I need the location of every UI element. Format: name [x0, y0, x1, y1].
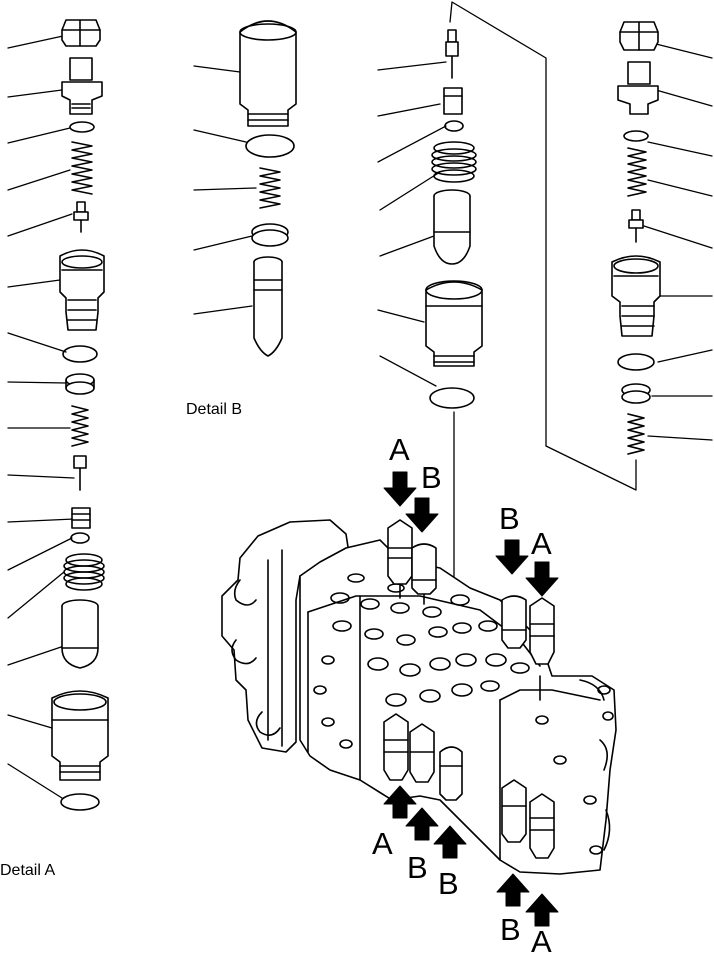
detail-b-exploded-parts	[193, 20, 297, 357]
detail-b-cap	[239, 20, 297, 127]
cartridge-front-b2	[439, 746, 463, 801]
detail-a-plunger	[73, 455, 87, 491]
detail-a-spring	[71, 141, 93, 195]
cartridge-right-b	[501, 595, 527, 649]
detail-a-backup-ring	[65, 373, 95, 395]
direction-arrows	[383, 471, 559, 927]
detail-a-o-ring-large	[60, 793, 100, 811]
detail-a-pin	[73, 201, 89, 233]
valve-ports	[313, 573, 614, 855]
right-exploded-parts	[611, 21, 713, 455]
right-o-ring	[617, 353, 655, 371]
main-valve-block	[221, 519, 617, 875]
right-o-ring-small	[623, 130, 649, 142]
center-plug-body	[425, 280, 483, 367]
center-sleeve	[443, 87, 463, 115]
callout-top-right-b: B	[499, 501, 520, 536]
arrow-right-b	[495, 539, 529, 575]
right-cap-nut	[619, 21, 659, 51]
detail-b-ring	[251, 223, 289, 247]
center-piston	[433, 189, 471, 265]
arrow-top-b	[405, 497, 439, 533]
center-needle	[445, 29, 459, 79]
detail-b-spool	[253, 256, 283, 357]
detail-a-cap-nut	[61, 19, 101, 47]
detail-a-caption: Detail A	[0, 862, 56, 879]
detail-a-exploded-parts	[7, 19, 109, 811]
callout-bottom-left-b1: B	[407, 850, 428, 885]
cartridge-bottom-b	[501, 779, 527, 843]
callout-bottom-left-b2: B	[438, 866, 459, 901]
arrow-top-a	[383, 471, 417, 507]
detail-a-o-ring	[62, 345, 98, 363]
arrow-bottom-a	[525, 893, 559, 927]
detail-a-o-ring-small	[69, 121, 95, 133]
center-coil-spring	[431, 141, 477, 183]
detail-b-caption: Detail B	[186, 401, 243, 418]
arrow-front-b1	[405, 807, 439, 841]
right-backup-ring	[621, 383, 651, 404]
callout-bottom-right-a: A	[531, 924, 552, 959]
detail-a-leader-lines	[7, 35, 75, 799]
callout-bottom-left-a: A	[372, 826, 393, 861]
detail-b-spring	[259, 167, 281, 209]
callout-top-right-a: A	[531, 526, 552, 561]
cartridge-right-a	[529, 597, 555, 665]
detail-b-o-ring	[245, 134, 295, 158]
mounted-valve-cartridges	[383, 519, 555, 859]
detail-a-valve-body	[59, 249, 105, 331]
right-spring-2	[627, 413, 645, 455]
valve-left-end-housing	[221, 519, 351, 753]
detail-a-spool	[61, 599, 99, 669]
right-spring	[627, 147, 647, 197]
callout-top-left-a: A	[389, 432, 410, 467]
cartridge-front-b1	[409, 723, 435, 783]
detail-a-coil-spring	[63, 553, 105, 591]
cartridge-front-a	[383, 713, 409, 781]
detail-a-sleeve	[71, 507, 91, 529]
valve-main-body	[299, 539, 617, 875]
detail-a-valve-seat	[61, 57, 103, 115]
center-leader-lines	[377, 61, 447, 387]
cartridge-top-a	[387, 519, 413, 599]
center-o-ring	[429, 387, 475, 409]
arrow-front-a	[383, 785, 417, 819]
center-exploded-parts	[377, 29, 483, 593]
detail-a-washer	[70, 532, 90, 544]
arrow-right-a	[525, 561, 559, 597]
center-washer	[444, 120, 464, 132]
callout-top-left-b: B	[421, 460, 442, 495]
arrow-front-b2	[433, 825, 467, 859]
detail-a-plug-body	[51, 690, 109, 781]
detail-b-leader-lines	[193, 65, 257, 315]
detail-a-spring-2	[71, 405, 89, 447]
right-pin	[628, 209, 644, 243]
callout-bottom-right-b: B	[500, 912, 521, 947]
arrow-bottom-b	[496, 873, 530, 907]
right-leader-lines	[643, 43, 713, 441]
assembly-bracket-line	[449, 1, 637, 491]
right-valve-body	[611, 255, 661, 337]
right-valve-seat	[617, 61, 659, 115]
cartridge-bottom-a	[529, 793, 555, 859]
cartridge-top-b	[411, 543, 437, 605]
